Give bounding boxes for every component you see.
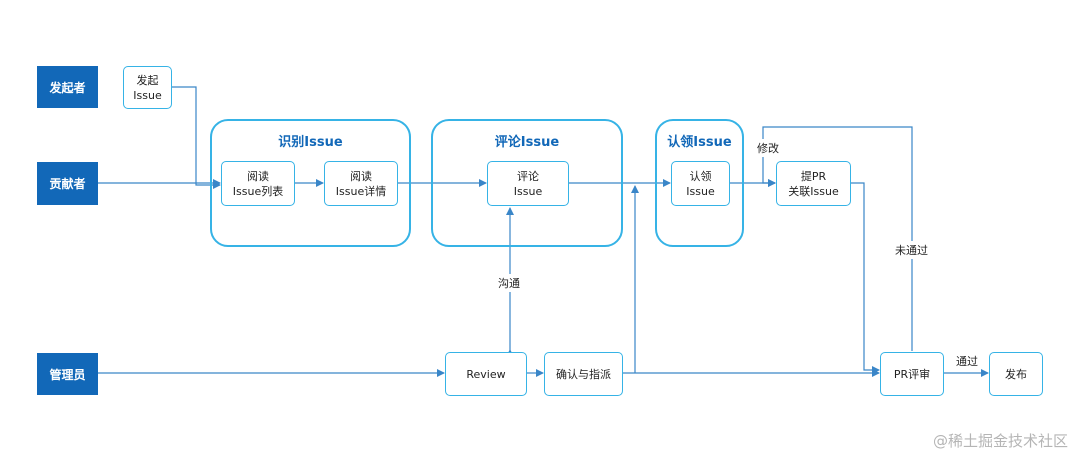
step-claim-issue: 认领 Issue [671,161,730,206]
edge-not-passed-loop [762,126,913,351]
step-read-issue-list-label: 阅读 Issue列表 [232,169,284,198]
step-read-issue-list: 阅读 Issue列表 [221,161,295,206]
edge-pr-to-pr-review [851,182,880,374]
step-read-issue-detail-label: 阅读 Issue详情 [335,169,387,198]
step-pr-review: PR评审 [880,352,944,396]
step-pr-review-label: PR评审 [893,367,931,381]
step-review-label: Review [466,367,506,381]
step-release-label: 发布 [1005,367,1027,381]
step-review: Review [445,352,527,396]
step-raise-issue: 发起 Issue [123,66,172,109]
step-submit-pr-label: 提PR 关联Issue [788,169,839,198]
step-comment-issue-label: 评论 Issue [513,169,543,198]
watermark: @稀土掘金技术社区 [932,432,1068,450]
edge-label-modify: 修改 [755,139,781,157]
group-claim-issue: 认领Issue [655,119,744,247]
step-comment-issue: 评论 Issue [487,161,569,206]
role-admin: 管理员 [37,353,98,395]
group-comment-title: 评论Issue [494,135,560,150]
edge-label-not-passed: 未通过 [893,241,930,259]
role-contributor: 贡献者 [37,162,98,205]
edge-label-passed: 通过 [954,352,980,370]
step-confirm-assign: 确认与指派 [544,352,623,396]
step-read-issue-detail: 阅读 Issue详情 [324,161,398,206]
step-release: 发布 [989,352,1043,396]
edge-label-communicate: 沟通 [496,274,522,292]
group-identify-title: 识别Issue [278,135,343,150]
group-identify-issue: 识别Issue [210,119,411,247]
role-initiator: 发起者 [37,66,98,108]
step-claim-issue-label: 认领 Issue [686,169,715,198]
group-comment-issue: 评论Issue [431,119,623,247]
step-submit-pr: 提PR 关联Issue [776,161,851,206]
step-confirm-assign-label: 确认与指派 [556,367,611,381]
edge-raise-to-read-list [172,86,221,189]
step-raise-issue-label: 发起 Issue [133,73,162,102]
group-claim-title: 认领Issue [667,135,732,150]
